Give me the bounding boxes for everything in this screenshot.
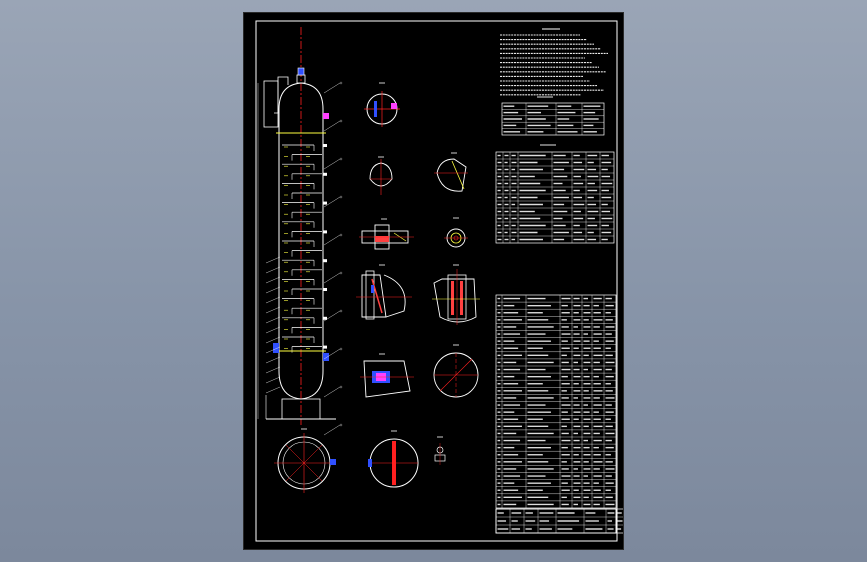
tray bbox=[284, 154, 322, 161]
section-nozzle-top bbox=[364, 91, 400, 127]
detail-h bbox=[433, 352, 479, 398]
tray bbox=[284, 288, 327, 295]
tray bbox=[282, 201, 327, 209]
tray bbox=[282, 316, 327, 324]
parts-list-table bbox=[495, 294, 617, 509]
detail-views bbox=[274, 82, 480, 493]
top-flange bbox=[297, 67, 305, 76]
tray bbox=[284, 327, 322, 334]
side-nozzle-left bbox=[273, 343, 279, 353]
leader-balloon bbox=[339, 195, 343, 199]
tray bbox=[282, 298, 315, 305]
leader-balloon bbox=[339, 157, 343, 161]
sheet-border bbox=[255, 20, 618, 542]
detail-b bbox=[434, 158, 468, 192]
leader-balloon bbox=[339, 81, 343, 85]
drawing-sheet bbox=[244, 13, 623, 549]
leader-line bbox=[265, 286, 281, 294]
leader-line bbox=[265, 336, 281, 344]
tray bbox=[284, 192, 322, 199]
leader-line bbox=[265, 256, 281, 264]
small-detail bbox=[434, 443, 446, 465]
tray bbox=[282, 259, 327, 267]
tray bbox=[282, 183, 315, 190]
leader-balloon bbox=[339, 385, 343, 389]
detail-e bbox=[356, 270, 412, 320]
leader-line bbox=[323, 120, 341, 132]
side-nozzle-right bbox=[323, 353, 329, 361]
nozzle-table bbox=[495, 144, 615, 244]
tray-stack bbox=[282, 144, 327, 353]
leader-line bbox=[265, 266, 281, 274]
tray bbox=[282, 240, 315, 247]
column-elevation bbox=[257, 27, 343, 436]
tray bbox=[284, 211, 322, 219]
tray bbox=[284, 230, 327, 238]
leader-line bbox=[323, 234, 341, 246]
detail-g bbox=[360, 360, 414, 398]
leader-line bbox=[265, 306, 281, 314]
cad-drawing bbox=[255, 20, 623, 542]
tray bbox=[284, 250, 322, 257]
tray bbox=[284, 172, 327, 180]
tray bbox=[282, 279, 315, 286]
tray bbox=[284, 269, 322, 276]
reflux-pipe bbox=[263, 80, 279, 128]
notes-and-tables bbox=[495, 28, 623, 534]
leader-line bbox=[323, 348, 341, 360]
leader-balloon bbox=[339, 119, 343, 123]
leader-line bbox=[265, 296, 281, 304]
leader-balloon bbox=[339, 347, 343, 351]
plan-view-bottom bbox=[274, 433, 336, 493]
leader-line bbox=[265, 316, 281, 324]
leader-line bbox=[323, 82, 341, 94]
tray bbox=[282, 163, 315, 171]
leader-line bbox=[265, 346, 281, 354]
leader-line bbox=[323, 196, 341, 208]
leader-balloon bbox=[339, 309, 343, 313]
leader-line bbox=[323, 272, 341, 284]
leader-line bbox=[323, 158, 341, 170]
overhead-pipe bbox=[274, 76, 289, 114]
leader-balloon bbox=[339, 271, 343, 275]
leader-line bbox=[265, 356, 281, 364]
leader-line bbox=[323, 386, 341, 398]
detail-c bbox=[359, 224, 414, 250]
leader-line bbox=[265, 376, 281, 384]
tray bbox=[282, 336, 315, 343]
technical-requirements-notes bbox=[500, 28, 608, 96]
leader-line bbox=[265, 326, 281, 334]
leader-balloon bbox=[339, 233, 343, 237]
tray bbox=[284, 345, 327, 353]
tray bbox=[284, 307, 322, 315]
detail-d bbox=[444, 228, 468, 248]
design-data-table bbox=[501, 96, 605, 136]
leader-line bbox=[265, 386, 281, 394]
leader-line bbox=[265, 366, 281, 374]
accent-nozzle bbox=[323, 113, 329, 119]
section-plate bbox=[368, 438, 419, 488]
leader-line bbox=[265, 276, 281, 284]
tray bbox=[282, 144, 327, 151]
title-block bbox=[495, 508, 623, 534]
tray bbox=[282, 221, 315, 228]
leader-line bbox=[323, 310, 341, 322]
detail-f bbox=[432, 269, 480, 325]
leader-balloon bbox=[339, 423, 343, 427]
leader-lines bbox=[265, 81, 343, 436]
view-labels bbox=[301, 82, 459, 438]
detail-a bbox=[369, 159, 393, 195]
leader-line bbox=[323, 424, 341, 436]
